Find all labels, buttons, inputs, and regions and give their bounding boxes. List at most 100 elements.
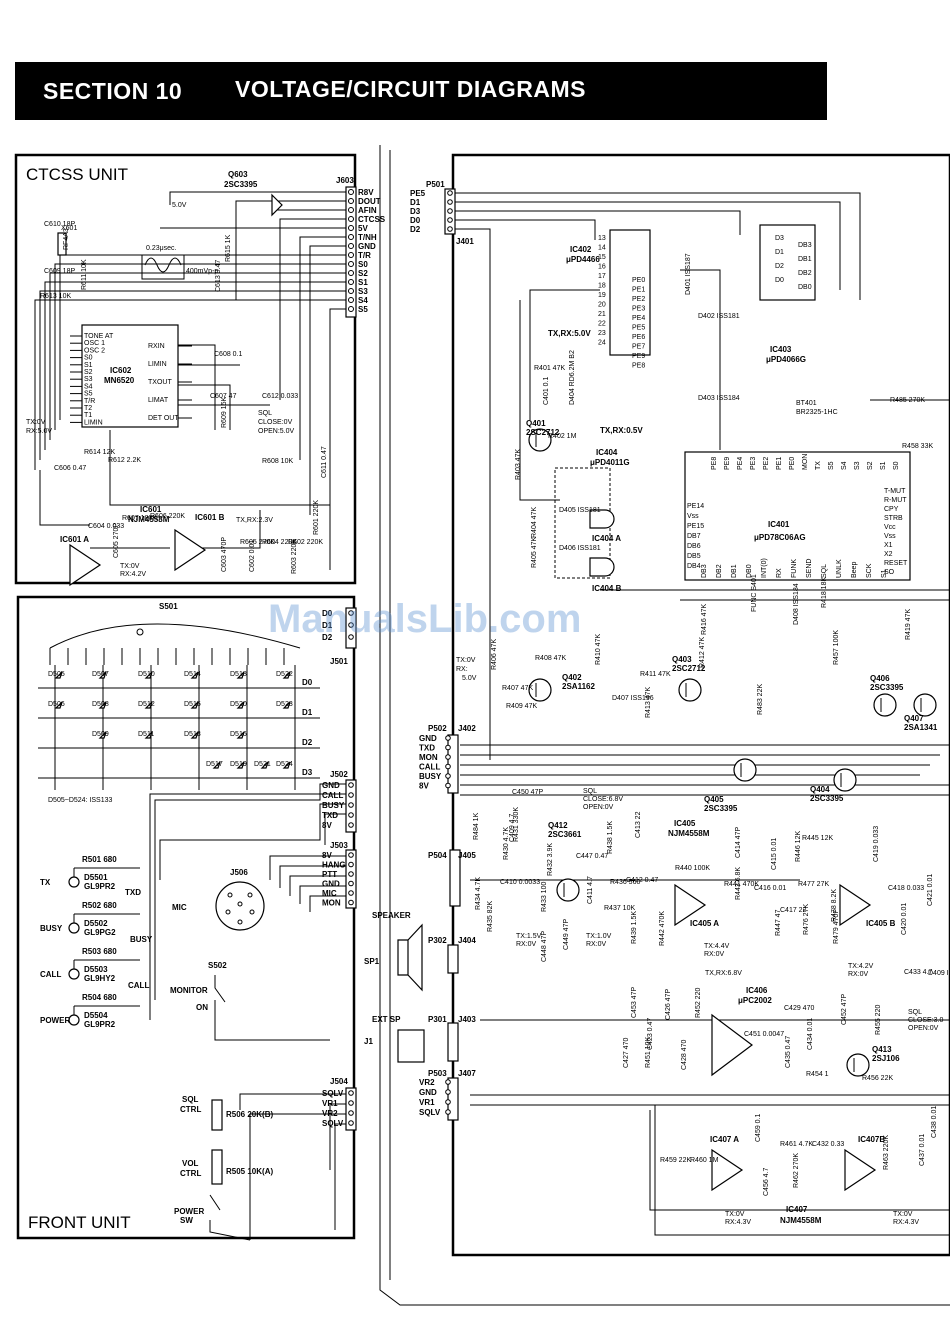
rx-0b: RX:0V [848,971,869,978]
ic401-right-pin: R-MUT [884,497,907,504]
part-label: R452 220 [695,988,702,1018]
tx-42: TX:4.2V [848,963,874,970]
power-switch [209,1194,251,1241]
p501-pin-label: D3 [410,207,421,216]
part-label: R457 100K [833,630,840,665]
ctcss-part-label: R611 10K [81,259,88,290]
part-label: R403 47K [515,449,522,480]
on-label: ON [196,1003,208,1012]
diode-label: D505 [48,671,65,678]
p503-pin [445,1089,451,1095]
power-sw-2: SW [180,1216,193,1225]
part-label: R458 33K [902,443,933,450]
j504-pin [348,1100,354,1106]
p501-pin [447,208,453,214]
j503-pin [348,880,354,887]
led-label: BUSY [40,924,63,933]
sql-right-1: SQL [908,1009,922,1016]
diode-label: D520 [230,701,247,708]
ic602-left-pin: S4 [84,383,93,390]
diode-symbol [282,701,291,709]
j504-pin [348,1110,354,1116]
ic403-pin-label: DB0 [798,284,812,291]
ic602-left-pin: LIMIN [84,419,103,426]
rx-5v-label: 5.0V [462,675,477,682]
j501-pin-label: D0 [322,609,333,618]
j603-pin-label: CTCSS [358,215,386,224]
part-label: C412 0.47 [626,877,658,884]
diode-row-label: D1 [302,708,313,717]
p503-label: P503 [428,1069,447,1078]
ic404a-gate [589,509,615,529]
sql-ctrl-1: SQL [182,1095,199,1104]
j603-pin-label: 5V [358,224,368,233]
ctcss-txrx-23: TX,RX:2.3V [236,517,273,524]
ic602-left-pin: S5 [84,391,93,398]
j504-connector [345,1087,357,1131]
ic401-ref: IC401 [768,520,790,529]
part-label: R412 47K [699,637,706,668]
p502-pin-label: 8V [419,782,429,791]
ctcss-rx-bot: RX:4.2V [120,571,146,578]
part-label: R402 1M [548,433,577,440]
ic407a-label: IC407 A [710,1135,739,1144]
led-ref: D5503 [84,965,108,974]
ic401-right-pin: Vss [884,533,896,540]
j503-pin [348,852,354,858]
ic601b-label: IC601 B [195,513,225,522]
part-label: R451 10K [645,1037,652,1068]
ic402-pin-label: PE0 [632,277,645,284]
diode-symbol [144,671,153,679]
ic602-right-pin: DET OUT [148,415,179,422]
ic403-pin-label: DB3 [798,242,812,249]
diode-label: D514 [184,671,201,678]
diode-symbol [260,761,269,769]
diode-label: D406 ISS181 [559,545,601,552]
ic405a-label: IC405 A [690,919,719,928]
j503-connector [345,849,357,909]
part-label: C415 0.01 [771,838,778,870]
ic601a-label: IC601 A [60,535,89,544]
ic401-bottom-pin: UNLK [836,559,843,578]
ic401-bottom-pin: DB3 [701,564,708,578]
part-label: C426 47P [665,989,672,1020]
part-label: R478 8.2K [831,889,838,922]
part-label: C459 0.1 [755,1113,762,1142]
led-label: TX [40,878,51,887]
ic401-top-pin: PE2 [763,457,770,470]
j502-pin [348,782,354,788]
diode-symbol [236,731,245,739]
part-label: R433 100 [541,882,548,912]
diode-label: D515 [184,701,201,708]
speaker-icon [397,923,423,992]
part-label: R479 470P [833,909,840,944]
ic401-bottom-pin: SEND [806,559,813,578]
ic602-left-pin: S2 [84,369,93,376]
ic602-right-pin: TXOUT [148,379,172,386]
ic403-pin-label: D0 [775,277,784,284]
j407-label: J407 [458,1069,476,1078]
j603-pin [348,288,354,294]
sql-main-1: SQL [583,788,597,795]
transistor-ref: Q402 [562,673,582,682]
diode-label: D404 RD6.2M B2 [569,350,576,405]
diode-label: D409 ISS187 [928,970,950,977]
part-label: R431 330K [513,807,520,842]
diode-symbol [98,701,107,709]
ic405b-label: IC405 B [866,919,896,928]
ic401-left-pin: DB6 [687,543,701,550]
ic402-pin-number: 16 [598,264,606,271]
ic401-bottom-pin: SQL [821,564,828,578]
j603-pin-label: S4 [358,296,368,305]
ic601-ref: IC601 [140,505,162,514]
j504-pin-label: SQLV [322,1119,344,1128]
part-label: R459 22K [660,1157,691,1164]
led-part: GL9HY2 [84,974,116,983]
x601-crystal [57,232,67,256]
j402-label: J402 [458,724,476,733]
ctcss-part-label: C602 0.01 [249,540,256,572]
txrx-50-label: TX,RX:5.0V [548,329,591,338]
waveform-box [141,254,185,280]
bt401-label: BT401 [796,400,817,407]
